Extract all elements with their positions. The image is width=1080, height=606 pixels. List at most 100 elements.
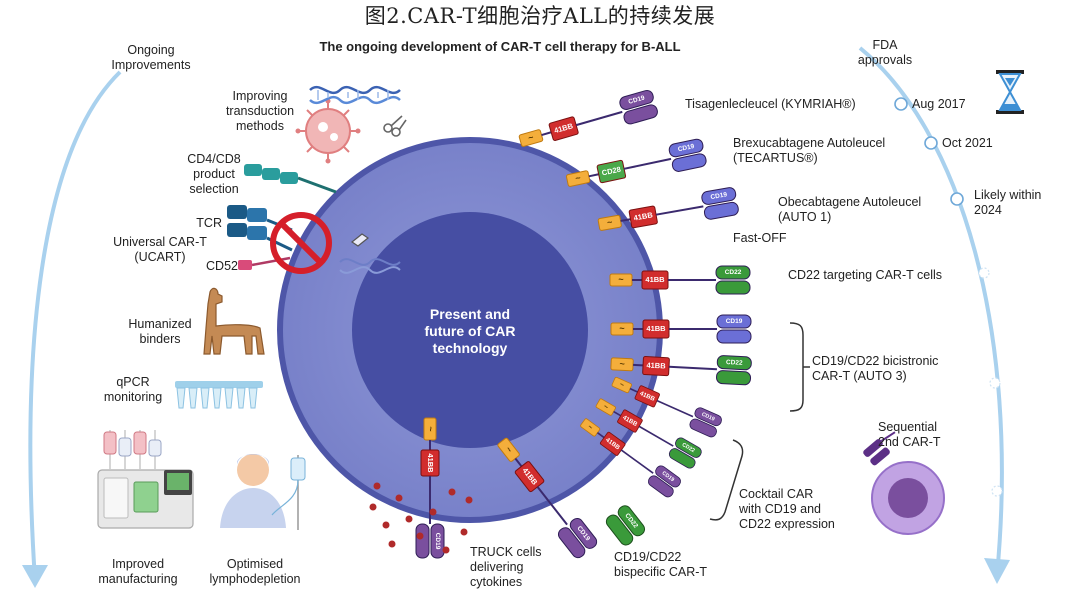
- signal-domain: [597, 214, 622, 231]
- car-constructs: ~41BBCD19~CD28CD19~41BBCD19~41BBCD22~41B…: [415, 89, 752, 559]
- signal-domain-label: ~: [619, 359, 625, 369]
- page-title: 图2.CAR-T细胞治疗ALL的持续发展: [364, 4, 716, 28]
- signal-domain: [611, 376, 632, 394]
- date-auto1: Likely within 2024: [974, 188, 1042, 217]
- label-bicistronic: CD19/CD22 bicistronic CAR-T (AUTO 3): [812, 354, 939, 383]
- bioreactor-icon: [97, 430, 194, 529]
- binder-domain-label: CD19: [628, 94, 646, 105]
- right-header: FDA approvals: [857, 38, 913, 67]
- signal-domain-label: ~: [527, 132, 535, 143]
- date-tecartus: Oct 2021: [942, 136, 993, 150]
- car-bicistronic-cd22: ~41BB CD22: [610, 355, 752, 386]
- binder-domain: [430, 523, 445, 559]
- signal-domain-label: ~: [619, 323, 624, 333]
- date-kymriah: Aug 2017: [912, 97, 966, 111]
- cytokine-dots-icon: [369, 482, 473, 554]
- label-sequential: Sequential 2nd CAR-T: [878, 420, 941, 449]
- sequential-car-t-cell: [863, 431, 945, 535]
- signal-domain-label: ~: [504, 444, 515, 454]
- binder-domain: [716, 314, 752, 329]
- signal-domain-label: ~: [586, 422, 595, 432]
- binder-domain-label: CD19: [701, 412, 716, 423]
- signal-domain-label: ~: [618, 274, 623, 284]
- label-truck: TRUCK cells delivering cytokines: [470, 545, 542, 589]
- patient-icon: [220, 454, 286, 528]
- timeline-markers: [894, 97, 1003, 497]
- costim-domain-label: 41BB: [646, 361, 666, 371]
- binder-domain: [715, 280, 751, 295]
- label-cd52: CD52: [206, 259, 238, 273]
- tcr-receptor: [227, 205, 293, 252]
- binder-domain: [675, 437, 702, 458]
- signal-domain-label: ~: [426, 426, 436, 431]
- bicistronic-bracket: [789, 322, 810, 412]
- prohibition-icon: [270, 212, 332, 274]
- signal-domain-label: ~: [606, 217, 613, 228]
- label-kymriah: Tisagenlecleucel (KYMRIAH®): [685, 97, 856, 111]
- left-improvements-arc: [22, 70, 122, 588]
- label-tcr: TCR: [196, 216, 222, 230]
- binder-domain: [617, 505, 646, 537]
- llama-icon: [203, 287, 265, 355]
- binder-domain: [668, 138, 704, 158]
- binder-domain: [694, 407, 722, 427]
- binder-domain: [671, 153, 707, 172]
- costim-domain-label: 41BB: [426, 453, 435, 473]
- label-humanized: Humanized binders: [128, 317, 192, 346]
- binder-domain-label: CD22: [726, 359, 743, 367]
- binder-domain: [689, 418, 717, 438]
- costim-domain-label: CD28: [601, 165, 622, 178]
- binder-domain: [715, 265, 751, 280]
- binder-domain: [655, 465, 681, 488]
- label-tecartus: Brexucabtagene Autoleucel (TECARTUS®): [733, 136, 886, 165]
- binder-domain: [557, 527, 586, 559]
- binder-domain: [415, 523, 430, 559]
- binder-domain: [703, 201, 739, 220]
- timeline-dot-oct-2021: [924, 136, 938, 150]
- left-header: Ongoing Improvements: [111, 43, 191, 72]
- signal-domain-label: ~: [602, 402, 611, 412]
- signal-domain: [595, 398, 616, 416]
- costim-domain: [596, 159, 627, 184]
- timeline-dot-aug-2017: [894, 97, 908, 111]
- scissors-icon: [383, 115, 407, 137]
- center-label: Present and future of CAR technology: [424, 306, 516, 356]
- cell-nucleus: [352, 212, 588, 448]
- label-bispecific: CD19/CD22 bispecific CAR-T: [614, 550, 708, 579]
- signal-domain-label: ~: [618, 380, 626, 390]
- signal-domain: [565, 170, 591, 187]
- car-truck: ~41BB CD19: [415, 417, 445, 559]
- cocktail-bracket: [709, 439, 744, 521]
- label-cocktail: Cocktail CAR with CD19 and CD22 expressi…: [739, 487, 835, 531]
- label-manufacturing: Improved manufacturing: [98, 557, 178, 586]
- costim-domain-label: 41BB: [645, 275, 665, 284]
- signal-domain: [610, 357, 634, 372]
- label-cd22-targeting: CD22 targeting CAR-T cells: [788, 268, 942, 282]
- binder-domain: [716, 329, 752, 344]
- diagram-title: The ongoing development of CAR-T cell th…: [319, 39, 681, 54]
- label-qpcr: qPCR monitoring: [103, 375, 163, 404]
- binder-domain: [716, 370, 752, 386]
- cd4-cd8-marker-icon: [244, 164, 337, 194]
- costim-domain: [617, 409, 643, 433]
- binder-domain-label: CD19: [726, 318, 743, 325]
- timeline-dot-2024: [950, 192, 964, 206]
- signal-domain-label: ~: [574, 173, 581, 184]
- label-ucart: Universal CAR-T (UCART): [113, 235, 207, 264]
- gene-editing-icon: [339, 233, 401, 274]
- binder-domain: [701, 187, 737, 205]
- binder-domain: [623, 104, 658, 125]
- iv-bag-icon: [271, 455, 306, 530]
- label-lymphodepletion: Optimised lymphodepletion: [209, 557, 301, 586]
- signal-domain: [580, 418, 601, 437]
- binder-domain-label: CD19: [434, 533, 441, 550]
